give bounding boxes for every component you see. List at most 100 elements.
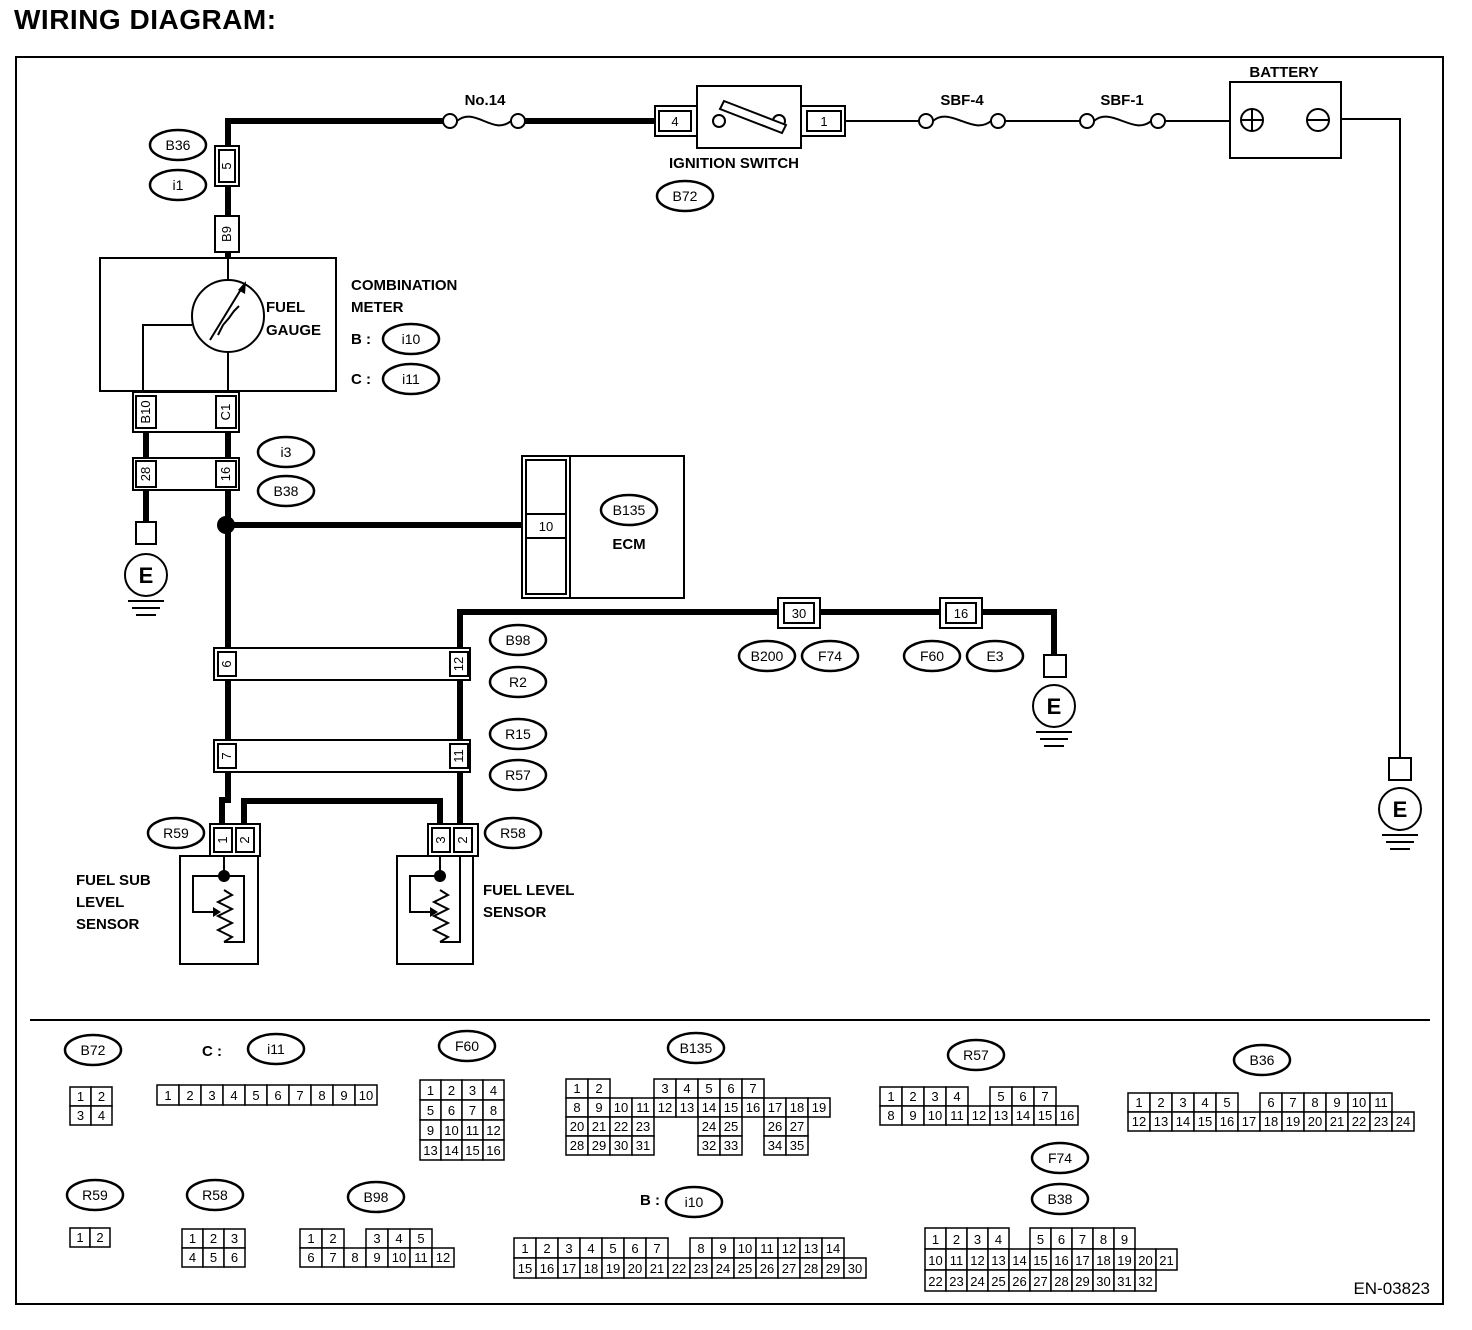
tag-label: B36 xyxy=(1250,1052,1275,1068)
face-pin: 4 xyxy=(953,1089,960,1104)
face-pin: 22 xyxy=(672,1261,686,1276)
face-pin: 17 xyxy=(562,1261,576,1276)
fuse-no14-label: No.14 xyxy=(465,92,507,109)
face-pin: 23 xyxy=(949,1274,963,1289)
tag-b98: B98 xyxy=(488,623,548,657)
face-pin: 7 xyxy=(1079,1232,1086,1247)
face-pin: 31 xyxy=(636,1138,650,1153)
ground-icon xyxy=(1378,757,1422,850)
tag-label: B72 xyxy=(81,1042,106,1058)
connector-b9 xyxy=(214,215,240,253)
face-pin: 12 xyxy=(972,1108,986,1123)
tag-b72: B72 xyxy=(655,179,715,213)
face-tag-b36: B36 xyxy=(1232,1043,1292,1077)
face-pin: 8 xyxy=(573,1100,580,1115)
face-pin: 26 xyxy=(768,1119,782,1134)
fuel-level-label: SENSOR xyxy=(483,904,547,921)
face-pin: 11 xyxy=(414,1250,428,1265)
face-pin: 4 xyxy=(395,1231,402,1246)
face-pin: 6 xyxy=(1267,1095,1274,1110)
face-pin: 11 xyxy=(950,1253,964,1268)
face-pin: 33 xyxy=(724,1138,738,1153)
face-pin: 4 xyxy=(587,1241,594,1256)
pin-label: C1 xyxy=(218,404,233,421)
face-pin: 10 xyxy=(738,1241,752,1256)
face-pin: 23 xyxy=(636,1119,650,1134)
face-pin: 1 xyxy=(573,1081,580,1096)
tag-label: F74 xyxy=(818,648,842,664)
face-pin: 15 xyxy=(724,1100,738,1115)
tag-label: B38 xyxy=(1048,1191,1073,1207)
diagram-frame xyxy=(15,56,1444,1305)
face-pin: 1 xyxy=(76,1230,83,1245)
face-pin: 28 xyxy=(570,1138,584,1153)
tag-r59: R59 xyxy=(146,816,206,850)
face-pin: 10 xyxy=(444,1123,458,1138)
fuse-sbf4-label: SBF-4 xyxy=(940,92,984,109)
face-pin: 31 xyxy=(1117,1274,1131,1289)
face-pin: 6 xyxy=(448,1103,455,1118)
face-tag-b135: B135 xyxy=(666,1031,726,1065)
face-pin: 25 xyxy=(991,1274,1005,1289)
face-pin: 13 xyxy=(1154,1114,1168,1129)
face-pin: 2 xyxy=(909,1089,916,1104)
splice-point xyxy=(217,516,235,534)
tag-label: i10 xyxy=(685,1194,704,1210)
face-pin: 1 xyxy=(307,1231,314,1246)
tag-label: B98 xyxy=(364,1189,389,1205)
face-pin: 2 xyxy=(448,1083,455,1098)
tag-r58: R58 xyxy=(483,816,543,850)
pin-label: 4 xyxy=(671,114,678,129)
fuel-sub-label: SENSOR xyxy=(76,916,140,933)
face-pin: 17 xyxy=(1242,1114,1256,1129)
face-pin: 2 xyxy=(210,1231,217,1246)
face-pin: 1 xyxy=(521,1241,528,1256)
face-pin: 12 xyxy=(436,1250,450,1265)
pin-label: 2 xyxy=(237,836,252,843)
fuse-sbf1-label: SBF-1 xyxy=(1100,92,1143,109)
ground-icon xyxy=(1032,654,1076,747)
face-pin: 11 xyxy=(636,1100,650,1115)
face-pin: 13 xyxy=(994,1108,1008,1123)
combination-meter-label: METER xyxy=(351,299,404,316)
ignition-switch-label: IGNITION SWITCH xyxy=(669,155,799,172)
face-tag-f60: F60 xyxy=(437,1029,497,1063)
pin-label: 12 xyxy=(451,657,466,671)
face-pin: 30 xyxy=(1096,1274,1110,1289)
tag-i10: i10 xyxy=(381,322,441,356)
face-pin: 9 xyxy=(427,1123,434,1138)
face-pin: 3 xyxy=(208,1088,215,1103)
fuel-gauge-label: GAUGE xyxy=(266,322,321,339)
face-pin: 2 xyxy=(543,1241,550,1256)
face-pin: 19 xyxy=(812,1100,826,1115)
face-pin: 24 xyxy=(702,1119,716,1134)
face-pin: 1 xyxy=(887,1089,894,1104)
face-pin: 9 xyxy=(909,1108,916,1123)
face-pin: 5 xyxy=(252,1088,259,1103)
connector-b98-r2 xyxy=(213,647,471,681)
fuse-sbf4 xyxy=(918,113,1006,129)
face-tag-b72: B72 xyxy=(63,1033,123,1067)
tag-r57: R57 xyxy=(488,758,548,792)
ground-label: E xyxy=(1393,797,1408,822)
face-pin: 11 xyxy=(950,1108,964,1123)
face-pin: 7 xyxy=(1289,1095,1296,1110)
pin-label: 10 xyxy=(539,519,553,534)
face-pin: 16 xyxy=(1054,1253,1068,1268)
face-pin: 24 xyxy=(1396,1114,1410,1129)
pin-label: 1 xyxy=(215,836,230,843)
face-pin: 15 xyxy=(518,1261,532,1276)
connector-prefix: B : xyxy=(351,331,371,348)
face-pin: 15 xyxy=(1198,1114,1212,1129)
face-pin: 14 xyxy=(1176,1114,1190,1129)
pin-label: B9 xyxy=(219,226,234,242)
face-pin: 2 xyxy=(96,1230,103,1245)
tag-label: B98 xyxy=(506,632,531,648)
face-pin: 15 xyxy=(465,1143,479,1158)
connector-prefix: B : xyxy=(640,1192,660,1209)
